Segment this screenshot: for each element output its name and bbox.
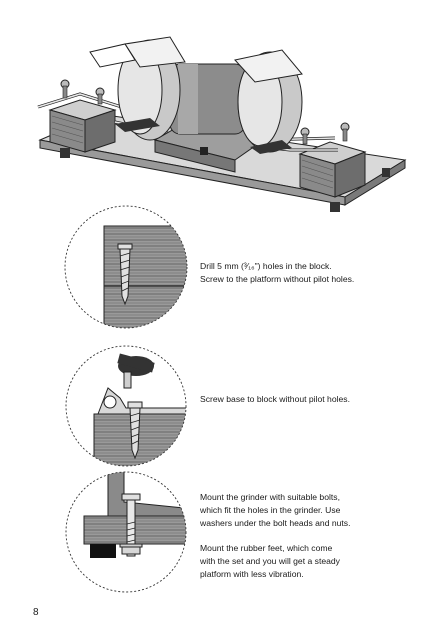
- step-1-line-1: Drill 5 mm (³⁄₁₆") holes in the block.: [200, 261, 332, 271]
- step-2-caption: Screw base to block without pilot holes.: [200, 393, 410, 406]
- detail-circle-grinder-bolt: [65, 471, 187, 593]
- step-1-caption: Drill 5 mm (³⁄₁₆") holes in the block. S…: [200, 260, 410, 286]
- step-1-line-2: Screw to the platform without pilot hole…: [200, 274, 355, 284]
- step-3-caption: Mount the grinder with suitable bolts, w…: [200, 491, 410, 530]
- grinder-platform-illustration: [37, 36, 407, 212]
- step-3-line-3: washers under the bolt heads and nuts.: [200, 518, 351, 528]
- step-4-line-3: platform with less vibration.: [200, 569, 304, 579]
- step-4-line-1: Mount the rubber feet, which come: [200, 543, 333, 553]
- step-4-line-2: with the set and you will get a steady: [200, 556, 340, 566]
- detail-circle-screw-block: [64, 205, 188, 329]
- step-4-caption: Mount the rubber feet, which come with t…: [200, 542, 410, 581]
- detail-circle-tool-rest-base: [65, 345, 187, 467]
- page-number: 8: [33, 607, 39, 618]
- step-2-line-1: Screw base to block without pilot holes.: [200, 394, 350, 404]
- step-3-line-1: Mount the grinder with suitable bolts,: [200, 492, 340, 502]
- step-3-line-2: which fit the holes in the grinder. Use: [200, 505, 341, 515]
